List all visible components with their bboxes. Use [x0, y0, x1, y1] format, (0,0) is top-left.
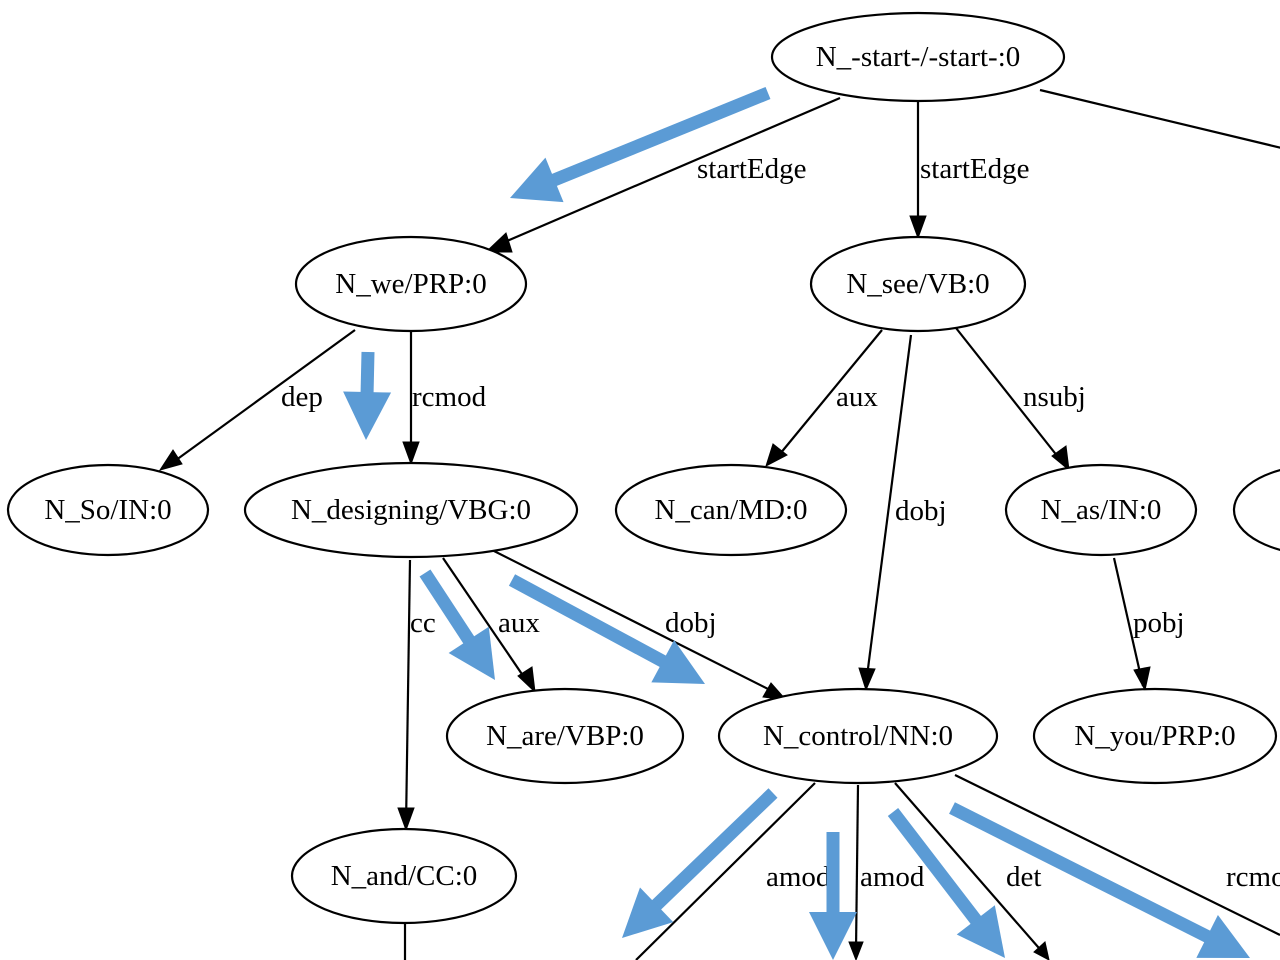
edge-label-designing-control: dobj [665, 607, 717, 639]
hl-arrow-designing-are-head [448, 626, 495, 680]
highlight-arrows [343, 86, 1250, 960]
arrowhead-see [909, 215, 927, 240]
edge-label-designing-are: aux [498, 607, 540, 639]
node-so-label: N_So/IN:0 [44, 494, 171, 526]
edge-label-see-as: nsubj [1023, 381, 1086, 413]
node-so[interactable]: N_So/IN:0 [6, 463, 210, 557]
node-start[interactable]: N_-start-/-start-:0 [770, 11, 1066, 103]
node-and-label: N_and/CC:0 [331, 860, 478, 892]
hl-arrow-control-amod2-head [809, 912, 857, 960]
edge-label-control-det: det [1006, 861, 1041, 893]
edge-start-we [499, 96, 841, 246]
arrowhead-so [158, 449, 183, 471]
hl-arrow-designing-control [508, 574, 705, 684]
hl-arrow-we-designing [343, 351, 392, 440]
hl-arrow-start-we [510, 86, 771, 203]
node-as[interactable]: N_as/IN:0 [1004, 463, 1198, 557]
edge-label-start-see: startEdge [920, 153, 1030, 185]
edge-label-see-can: aux [836, 381, 878, 413]
edge-designing-and [404, 559, 412, 827]
node-as-label: N_as/IN:0 [1041, 494, 1162, 526]
edge-start-offscreen [1039, 88, 1280, 149]
node-we-label: N_we/PRP:0 [335, 268, 486, 300]
edge-label-control-amod1: amod [766, 861, 831, 893]
node-control[interactable]: N_control/NN:0 [717, 687, 999, 785]
node-designing[interactable]: N_designing/VBG:0 [243, 461, 579, 559]
hl-arrow-control-amod1-shaft [650, 788, 778, 911]
edge-designing-control [491, 549, 779, 695]
hl-arrow-start-we-shaft [550, 86, 771, 187]
edge-label-we-so: dep [281, 381, 323, 413]
edge-control-det [894, 782, 1046, 956]
node-you[interactable]: N_you/PRP:0 [1032, 687, 1278, 785]
node-you-label: N_you/PRP:0 [1074, 720, 1235, 752]
edges [171, 88, 1280, 960]
node-are[interactable]: N_are/VBP:0 [445, 687, 685, 785]
node-see[interactable]: N_see/VB:0 [809, 235, 1027, 333]
hl-arrow-start-we-head [510, 157, 564, 203]
hl-arrow-control-rcmod-head [1196, 914, 1250, 958]
node-designing-label: N_designing/VBG:0 [291, 494, 531, 526]
node-can-label: N_can/MD:0 [654, 494, 807, 526]
hl-arrow-we-designing-shaft [360, 351, 375, 395]
hl-arrow-control-det-shaft [887, 808, 983, 926]
hl-arrow-control-det-head [956, 905, 1005, 958]
edge-label-see-control: dobj [895, 495, 947, 527]
node-we[interactable]: N_we/PRP:0 [294, 235, 528, 333]
edge-see-can [774, 329, 883, 461]
arrowhead-can [765, 443, 788, 468]
hl-arrow-designing-control-shaft [508, 574, 668, 668]
edge-see-as [955, 327, 1063, 463]
arrowhead-are [517, 666, 536, 694]
hl-arrow-control-rcmod [949, 802, 1250, 958]
hl-arrow-designing-control-head [651, 640, 705, 684]
node-partial-offscreen[interactable] [1232, 465, 1280, 555]
edge-label-we-designing: rcmod [412, 381, 487, 413]
hl-arrow-we-designing-head [343, 391, 392, 440]
edge-label-designing-and: cc [410, 607, 436, 639]
hl-arrow-control-det [887, 808, 1005, 958]
arrowhead-amod2 [848, 941, 864, 960]
hl-arrow-control-rcmod-shaft [949, 802, 1212, 944]
arrowhead-we [484, 232, 513, 253]
node-start-label: N_-start-/-start-:0 [816, 41, 1021, 73]
edge-label-control-amod2: amod [860, 861, 925, 893]
node-see-label: N_see/VB:0 [846, 268, 989, 300]
hl-arrow-control-amod2 [809, 832, 857, 960]
edge-control-amod2 [854, 784, 860, 951]
node-and[interactable]: N_and/CC:0 [290, 827, 518, 925]
edge-label-as-you: pobj [1133, 607, 1185, 639]
hl-arrow-designing-are [419, 569, 495, 680]
arrowhead-designing [402, 441, 420, 466]
edge-we-so [171, 329, 356, 464]
edge-as-you [1112, 557, 1145, 687]
node-are-label: N_are/VBP:0 [486, 720, 644, 752]
arrowheads [158, 215, 1151, 960]
node-can[interactable]: N_can/MD:0 [614, 463, 848, 557]
edge-designing-are [442, 557, 531, 687]
hl-arrow-designing-are-shaft [419, 569, 476, 646]
edge-control-rcmod [954, 774, 1280, 936]
edge-label-start-we: startEdge [697, 153, 807, 185]
edge-label-control-rcmod: rcmod [1226, 861, 1280, 893]
arrowhead-det [1033, 941, 1050, 960]
arrowhead-you [1133, 666, 1151, 692]
edge-labels: startEdge startEdge dep rcmod aux dobj n… [281, 153, 1280, 893]
arrowhead-control-from-see [858, 667, 876, 692]
hl-arrow-control-amod1-head [622, 887, 674, 938]
hl-arrow-control-amod1 [622, 788, 778, 938]
edge-control-amod1 [635, 782, 816, 960]
arrowhead-and [397, 807, 415, 832]
node-control-label: N_control/NN:0 [763, 720, 953, 752]
edge-see-control [864, 334, 913, 685]
arrowhead-as [1051, 445, 1070, 472]
